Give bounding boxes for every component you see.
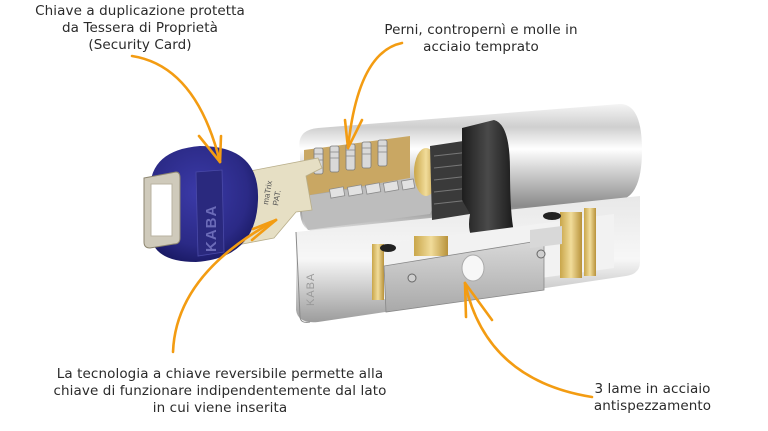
key-head: KABA xyxy=(143,146,259,262)
callout-line: Chiave a duplicazione protetta xyxy=(35,3,245,19)
callout-line: La tecnologia a chiave reversibile perme… xyxy=(56,366,384,382)
callout-line: in cui viene inserita xyxy=(152,400,288,416)
callout-line: (Security Card) xyxy=(88,37,192,53)
callout-line: 3 lame in acciaio xyxy=(594,381,711,397)
callout-line: Perni, contropernì e molle in xyxy=(384,22,578,38)
callout-hardened-pins: Perni, contropernì e molle in acciaio te… xyxy=(370,22,592,56)
arrow-to-pins xyxy=(346,41,404,150)
callout-protected-key: Chiave a duplicazione protetta da Tesser… xyxy=(20,3,260,54)
arrow-to-key-head xyxy=(130,54,222,164)
callout-line: antispezzamento xyxy=(593,398,712,414)
blade-chamber xyxy=(370,208,614,313)
pin-chamber xyxy=(301,136,471,230)
callout-line: acciaio temprato xyxy=(423,39,539,55)
arrow-to-key-blade xyxy=(171,218,278,354)
callout-arrows xyxy=(130,41,594,399)
cam xyxy=(462,120,514,250)
callout-line: chiave di funzionare indipendentemente d… xyxy=(53,383,387,399)
callout-anti-break-blades: 3 lame in acciaio antispezzamento xyxy=(580,381,725,415)
callout-line: da Tessera di Proprietà xyxy=(62,20,218,36)
key-brand-text: KABA xyxy=(203,205,220,252)
arrow-to-steel-bar xyxy=(463,281,594,399)
blade-text-matrix: maTrix xyxy=(261,180,274,205)
callout-reversible-key: La tecnologia a chiave reversibile perme… xyxy=(30,366,410,417)
blade-text-pat: PAT. xyxy=(271,189,283,206)
cylinder-brand-text: KABA xyxy=(305,273,317,306)
